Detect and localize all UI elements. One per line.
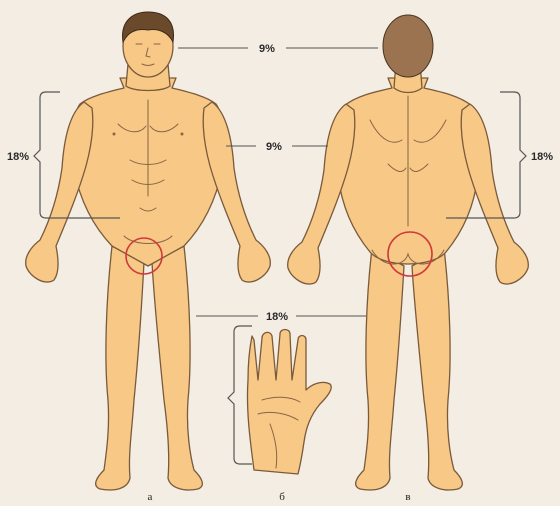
palm-figure xyxy=(247,330,331,475)
back-figure xyxy=(288,15,529,490)
palm-hand xyxy=(247,330,331,475)
back-head xyxy=(383,15,433,77)
back-trunk-percent-label: 18% xyxy=(531,151,553,163)
palm-figure-caption: б xyxy=(279,491,285,503)
head-percent-label: 9% xyxy=(259,43,275,55)
front-left-leg xyxy=(152,246,202,490)
leg-percent-label: 18% xyxy=(266,311,288,323)
front-trunk-percent-label: 18% xyxy=(7,151,29,163)
back-figure-caption: в xyxy=(405,491,410,503)
back-right-leg xyxy=(356,248,404,490)
torso-percent-label: 9% xyxy=(266,141,282,153)
front-figure-caption: а xyxy=(148,491,153,503)
front-right-leg xyxy=(96,246,144,490)
back-left-leg xyxy=(412,248,462,490)
